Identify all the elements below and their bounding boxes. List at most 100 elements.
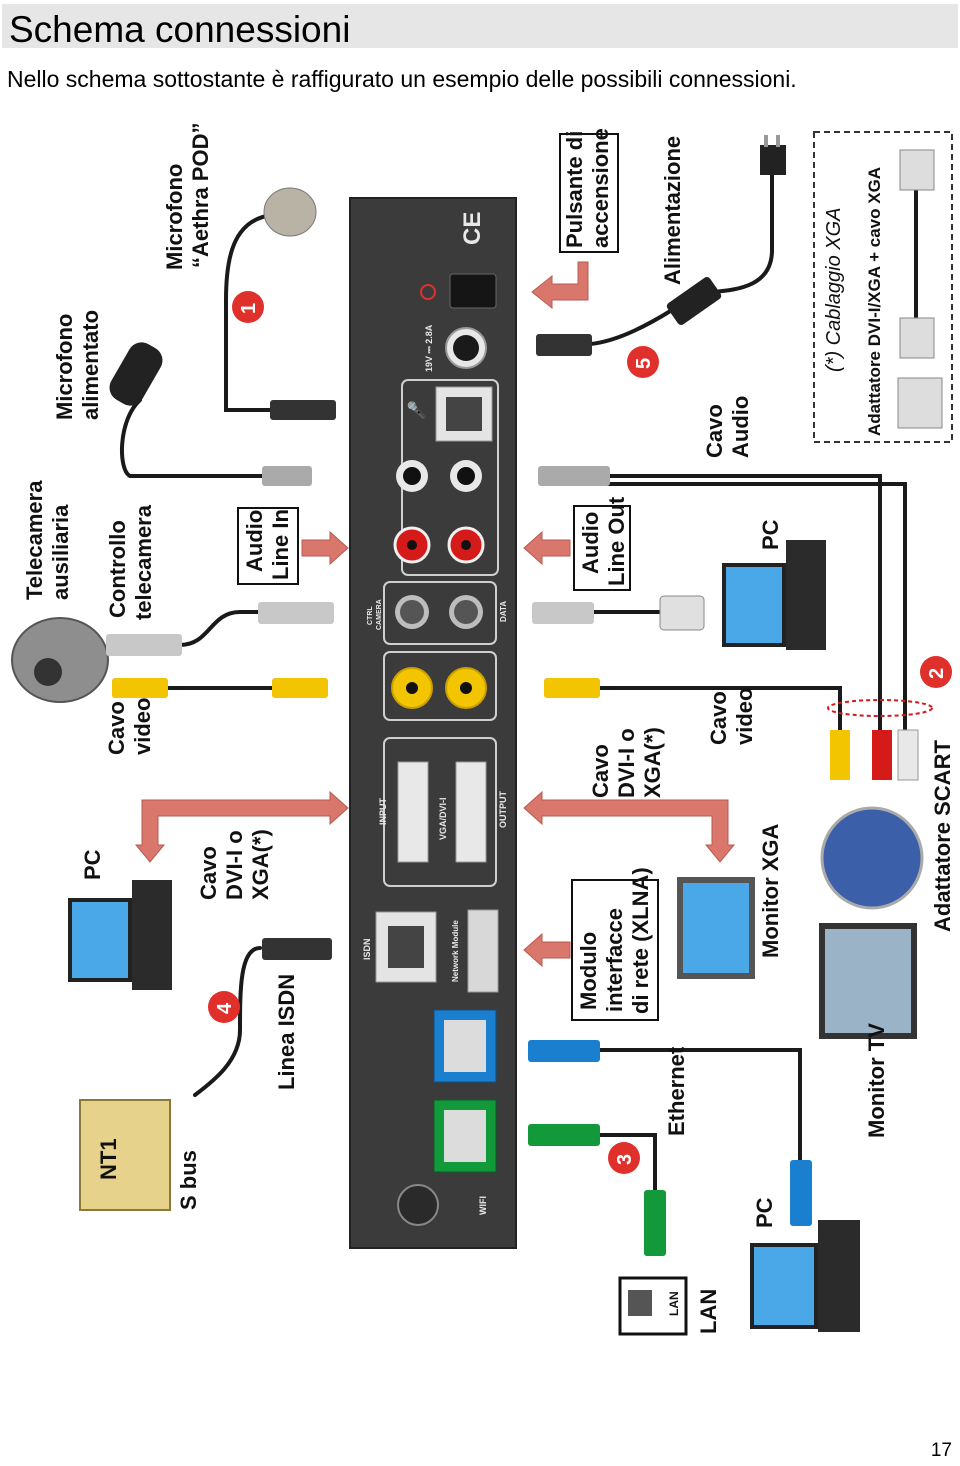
page-number: 17 <box>930 1440 952 1461</box>
scart-adapter <box>820 806 924 910</box>
plug-data <box>532 602 594 624</box>
label-video-cable-left-2: video <box>130 698 155 755</box>
label-isdn-line: Linea ISDN <box>274 974 299 1090</box>
badge-1-label: 1 <box>238 303 260 314</box>
label-s-bus: S bus <box>176 1150 201 1210</box>
label-network-module-3: di rete (XLNA) <box>628 867 653 1014</box>
badge-5-label: 5 <box>633 358 655 369</box>
wifi-label: WIFI <box>478 1196 488 1215</box>
label-monitor-xga: Monitor XGA <box>758 823 783 958</box>
label-audio-cable-1: Cavo <box>702 404 727 458</box>
audio-cable-right-2 <box>606 482 907 732</box>
dvi-xga-adapter <box>897 377 943 429</box>
isdn-cable <box>193 946 262 1097</box>
audio-line-out-label-box <box>573 505 631 591</box>
rear-panel: CE 19V ⎓ 2.8A 🎤 CTRL CAMERA DATA <box>349 197 517 1249</box>
label-dvi-right-3: XGA(*) <box>640 727 665 798</box>
dvi-group <box>383 737 497 887</box>
label-dvi-right-1: Cavo <box>588 744 613 798</box>
power-cable <box>710 173 774 294</box>
label-audio-line-in-2: Line In <box>268 509 293 580</box>
laptop-right <box>722 540 826 650</box>
label-aux-camera-1: Telecamera <box>22 480 47 600</box>
ce-mark: CE <box>459 212 486 245</box>
label-network-module-2: interfacce <box>602 908 627 1012</box>
title-bar: Schema connessioni <box>2 4 958 50</box>
nt1-device <box>79 1099 171 1211</box>
isdn-label: ISDN <box>362 938 372 960</box>
label-pc-right: PC <box>758 519 783 550</box>
ethernet-cable-blue <box>598 1048 802 1162</box>
badge-5 <box>627 346 659 378</box>
xga-connector <box>659 595 705 631</box>
power-button-label-box <box>559 133 619 253</box>
mic-icon: 🎤 <box>407 400 426 420</box>
badge-3 <box>608 1142 640 1174</box>
dvi-input-port[interactable] <box>397 761 429 863</box>
ctrl-camera-label-1: CTRL <box>367 606 374 625</box>
xga-cable-end-bottom <box>899 317 935 359</box>
power-button[interactable] <box>449 273 497 309</box>
vga-dvi-label: VGA/DVI-I <box>438 797 448 840</box>
plug-pod-mic <box>270 400 336 420</box>
label-aux-camera-2: ausiliaria <box>48 504 73 600</box>
badges: 1 2 3 4 5 <box>208 291 952 1174</box>
laptop-left <box>68 880 172 990</box>
data-port-label: DATA <box>499 601 508 622</box>
connection-diagram: CE 19V ⎓ 2.8A 🎤 CTRL CAMERA DATA <box>11 123 955 1336</box>
badge-4-label: 4 <box>214 1002 236 1014</box>
label-pc-left: PC <box>80 849 105 880</box>
label-scart-adapter: Adattatore SCART <box>930 740 955 932</box>
powered-mic-cable <box>120 398 264 478</box>
label-monitor-tv: Monitor TV <box>864 1023 889 1138</box>
label-dvi-left-2: DVI-I o <box>222 830 247 900</box>
arrow-power-button <box>531 261 589 310</box>
plug-mic-jack <box>262 466 312 486</box>
badge-1 <box>232 291 264 323</box>
arrow-audio-line-in <box>301 530 349 566</box>
label-power-supply: Alimentazione <box>660 136 685 285</box>
label-pc-bottom: PC <box>752 1197 777 1228</box>
plug-pc-blue-end <box>790 1160 812 1226</box>
label-video-cable-left-1: Cavo <box>104 701 129 755</box>
plug-lan-green-end <box>644 1190 666 1256</box>
page-title: Schema connessioni <box>9 9 351 50</box>
video-group <box>383 651 497 721</box>
network-module-slot[interactable] <box>467 909 499 993</box>
label-audio-line-out-1: Audio <box>578 512 603 574</box>
plug-ethernet-green <box>528 1124 600 1146</box>
label-lan-socket: LAN <box>667 1291 681 1316</box>
power-plug <box>760 135 786 175</box>
label-mic-pod-2: “Aethra POD” <box>188 123 213 268</box>
plug-audio-out <box>538 466 610 486</box>
rca-plugs-tv <box>827 699 933 781</box>
nt1-label: NT1 <box>96 1138 121 1180</box>
label-dvi-left-3: XGA(*) <box>248 829 273 900</box>
arrows <box>134 261 736 968</box>
power-brick-cable <box>588 308 674 346</box>
label-audio-line-out-2: Line Out <box>604 496 629 586</box>
wifi-antenna-connector[interactable] <box>397 1184 439 1226</box>
label-video-cable-right-2: video <box>732 688 757 745</box>
power-symbol-icon <box>420 284 436 300</box>
power-brick <box>666 277 722 325</box>
network-module-label-box <box>571 879 659 1021</box>
plug-video-left <box>272 678 328 698</box>
label-mic-powered-2: alimentato <box>78 310 103 420</box>
label-mic-pod-1: Microfono <box>162 164 187 270</box>
powered-microphone <box>109 342 163 406</box>
audio-line-in-label-box <box>237 507 299 585</box>
label-network-module-1: Modulo <box>576 932 601 1010</box>
label-camera-control-1: Controllo <box>105 520 130 618</box>
label-xga-cabling-2: Adattatore DVI-I/XGA + cavo XGA <box>865 167 884 436</box>
plug-power <box>536 334 592 356</box>
network-module-label: Network Module <box>451 920 460 982</box>
xga-cabling-box <box>813 131 953 443</box>
dvi-output-port[interactable] <box>455 761 487 863</box>
plug-isdn <box>262 938 332 960</box>
monitor-xga <box>677 877 755 979</box>
xga-cable-end-top <box>899 149 935 191</box>
label-video-cable-right-1: Cavo <box>706 691 731 745</box>
label-power-button-2: accensione <box>588 128 613 248</box>
label-power-button-1: Pulsante di <box>562 131 587 248</box>
